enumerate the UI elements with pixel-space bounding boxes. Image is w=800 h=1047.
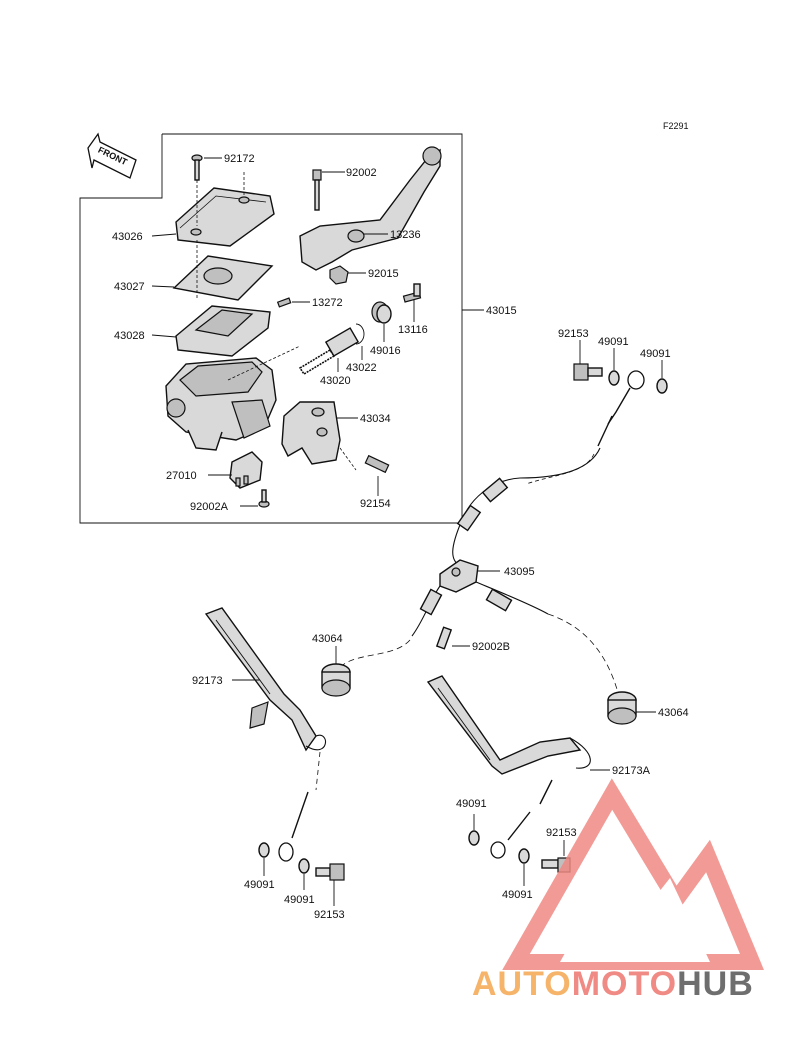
label-92153-right: 92153 (546, 827, 577, 839)
washer-49091-e (468, 830, 480, 846)
label-43022: 43022 (346, 362, 377, 374)
figure-code: F2291 (663, 121, 689, 131)
piston-kit-43020 (298, 327, 360, 376)
bracket-92173 (204, 607, 327, 752)
label-92173: 92173 (192, 675, 223, 687)
circlip-43022 (355, 323, 365, 345)
nut-92015 (329, 265, 349, 285)
label-92154: 92154 (360, 498, 391, 510)
label-13116: 13116 (398, 324, 428, 336)
label-43064-left: 43064 (312, 633, 343, 645)
label-43015: 43015 (486, 305, 517, 317)
label-49091-top-a: 49091 (598, 336, 629, 348)
hose-fitting-upper (597, 370, 645, 447)
label-43027: 43027 (114, 281, 145, 293)
brake-lever-13236 (299, 146, 442, 271)
washer-49091-a (608, 370, 620, 386)
watermark-moto: MOTO (572, 965, 677, 1003)
bolt-92154 (364, 454, 390, 474)
watermark-logo (502, 778, 764, 970)
washer-49091-f (518, 848, 530, 864)
brake-hose (452, 447, 601, 567)
joint-block-43095 (439, 559, 479, 593)
label-92153-left: 92153 (314, 909, 345, 921)
watermark-text: AUTOMOTOHUB (472, 965, 754, 1003)
clamp-43034 (281, 401, 357, 471)
washer-49091-c (258, 842, 270, 858)
banjo-bolt-92153-top (573, 363, 603, 381)
switch-27010 (229, 451, 263, 489)
label-92153-top: 92153 (558, 328, 589, 340)
label-43028: 43028 (114, 330, 145, 342)
label-49091-top-b: 49091 (640, 348, 671, 360)
label-43034: 43034 (360, 413, 391, 425)
label-13272: 13272 (312, 297, 343, 309)
hose-sleeve-2 (419, 588, 443, 616)
hose-fitting-lower-left (278, 791, 309, 862)
watermark-auto: AUTO (472, 965, 572, 1003)
label-49091-right-b: 49091 (502, 889, 533, 901)
screw-13272 (276, 297, 292, 308)
hose-sleeve-1 (456, 477, 509, 532)
label-92002: 92002 (346, 167, 377, 179)
watermark-triangle-icon (502, 778, 764, 970)
hose-fitting-lower-right (490, 779, 553, 859)
label-92173A: 92173A (612, 765, 651, 777)
label-49091-left-b: 49091 (284, 894, 315, 906)
washer-49091-b (656, 378, 668, 394)
reservoir-cap-43026 (175, 187, 275, 247)
watermark-hub: HUB (677, 965, 754, 1003)
dust-boot-49016 (371, 301, 392, 324)
label-43064-right: 43064 (658, 707, 689, 719)
label-27010: 27010 (166, 470, 197, 482)
label-49091-right-a: 49091 (456, 798, 487, 810)
master-cylinder-body (165, 345, 301, 451)
screw-92172 (191, 154, 203, 181)
label-49091-left-a: 49091 (244, 879, 275, 891)
banjo-bolt-92153-left (315, 863, 345, 881)
label-92002A: 92002A (190, 501, 229, 513)
label-13236: 13236 (390, 229, 421, 241)
label-43095: 43095 (504, 566, 535, 578)
grommet-43064-left (321, 663, 351, 697)
label-92015: 92015 (368, 268, 399, 280)
front-arrow-icon: FRONT (87, 132, 137, 179)
hose-sleeve-3 (485, 588, 513, 612)
label-43026: 43026 (112, 231, 143, 243)
pivot-bolt-92002 (312, 169, 322, 211)
bolt-92002B (435, 626, 453, 650)
diaphragm-43027 (172, 255, 274, 301)
bracket-92173A (426, 675, 591, 775)
washer-49091-d (298, 858, 310, 874)
label-49016: 49016 (370, 345, 401, 357)
label-43020: 43020 (320, 375, 351, 387)
label-92172: 92172 (224, 153, 255, 165)
plate-43028 (175, 305, 271, 357)
assembly-outline (79, 133, 463, 524)
screw-92002A (258, 489, 270, 508)
label-92002B: 92002B (472, 641, 510, 653)
push-rod-13116 (402, 283, 422, 303)
grommet-43064-right (607, 691, 637, 725)
